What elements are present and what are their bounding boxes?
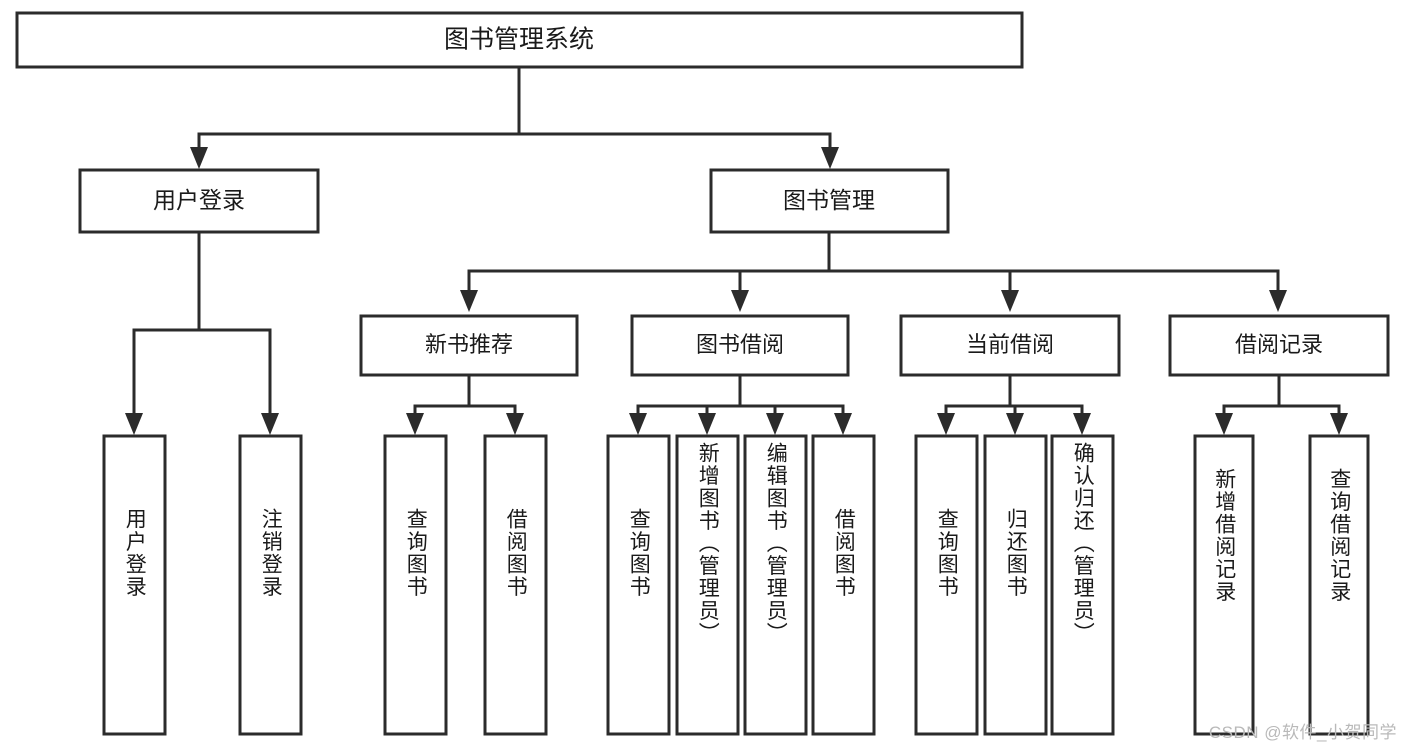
connector-book-management-to-level2 bbox=[460, 230, 1287, 312]
leaf-box-book-borrow-3[interactable] bbox=[811, 434, 876, 736]
node-current-borrow-box bbox=[899, 314, 1121, 377]
connector-user-login-to-leaves bbox=[125, 230, 279, 435]
leaf-box-new-book-0[interactable] bbox=[383, 434, 448, 736]
arrow-head-icon bbox=[190, 147, 208, 169]
leaf-box-current-borrow-2[interactable] bbox=[1050, 434, 1115, 736]
node-root[interactable]: 图书管理系统 bbox=[15, 11, 1024, 69]
arrow-head-icon bbox=[1073, 413, 1091, 435]
watermark-text: CSDN @软件_小贺同学 bbox=[1208, 723, 1397, 742]
node-root-label: 图书管理系统 bbox=[444, 26, 594, 54]
arrow-head-icon bbox=[937, 413, 955, 435]
node-book-borrow[interactable]: 图书借阅 bbox=[630, 314, 850, 377]
connector-book-borrow-to-leaves bbox=[629, 373, 852, 435]
connector-current-borrow-to-leaves bbox=[937, 373, 1091, 435]
node-new-book-recommend-box bbox=[359, 314, 579, 377]
node-current-borrow[interactable]: 当前借阅 bbox=[899, 314, 1121, 377]
leaf-box-book-borrow-2[interactable] bbox=[743, 434, 808, 736]
node-book-management[interactable]: 图书管理 bbox=[709, 168, 950, 234]
node-new-book-recommend-label: 新书推荐 bbox=[425, 332, 513, 357]
node-user-login-box bbox=[78, 168, 320, 234]
node-new-book-recommend[interactable]: 新书推荐 bbox=[359, 314, 579, 377]
node-root-box bbox=[15, 11, 1024, 69]
node-user-login[interactable]: 用户登录 bbox=[78, 168, 320, 234]
arrow-head-icon bbox=[821, 147, 839, 169]
connector-borrow-record-to-leaves bbox=[1215, 373, 1348, 435]
node-borrow-record-label: 借阅记录 bbox=[1235, 332, 1323, 357]
arrow-head-icon bbox=[629, 413, 647, 435]
arrow-head-icon bbox=[460, 290, 478, 312]
arrow-head-icon bbox=[698, 413, 716, 435]
arrow-head-icon bbox=[731, 290, 749, 312]
arrow-head-icon bbox=[1269, 290, 1287, 312]
arrow-head-icon bbox=[1006, 413, 1024, 435]
arrow-head-icon bbox=[1330, 413, 1348, 435]
leaf-box-user-login-1[interactable] bbox=[238, 434, 303, 736]
node-user-login-label: 用户登录 bbox=[153, 187, 245, 213]
leaf-box-borrow-record-1[interactable] bbox=[1308, 434, 1370, 736]
leaf-box-borrow-record-0[interactable] bbox=[1193, 434, 1255, 736]
arrow-head-icon bbox=[1215, 413, 1233, 435]
arrow-head-icon bbox=[1001, 290, 1019, 312]
arrow-head-icon bbox=[766, 413, 784, 435]
arrow-head-icon bbox=[125, 413, 143, 435]
connector-new-book-to-leaves bbox=[406, 373, 524, 435]
connector-root-to-level1 bbox=[190, 65, 839, 169]
arrow-head-icon bbox=[406, 413, 424, 435]
arrow-head-icon bbox=[834, 413, 852, 435]
leaf-box-new-book-1[interactable] bbox=[483, 434, 548, 736]
leaf-box-book-borrow-0[interactable] bbox=[606, 434, 671, 736]
arrow-head-icon bbox=[506, 413, 524, 435]
leaf-box-user-login-0[interactable] bbox=[102, 434, 167, 736]
leaf-box-current-borrow-1[interactable] bbox=[983, 434, 1048, 736]
arrow-head-icon bbox=[261, 413, 279, 435]
node-borrow-record[interactable]: 借阅记录 bbox=[1168, 314, 1390, 377]
node-book-management-label: 图书管理 bbox=[783, 187, 875, 213]
node-book-borrow-label: 图书借阅 bbox=[696, 332, 784, 357]
leaf-box-current-borrow-0[interactable] bbox=[914, 434, 979, 736]
node-current-borrow-label: 当前借阅 bbox=[966, 332, 1054, 357]
leaf-box-book-borrow-1[interactable] bbox=[675, 434, 740, 736]
